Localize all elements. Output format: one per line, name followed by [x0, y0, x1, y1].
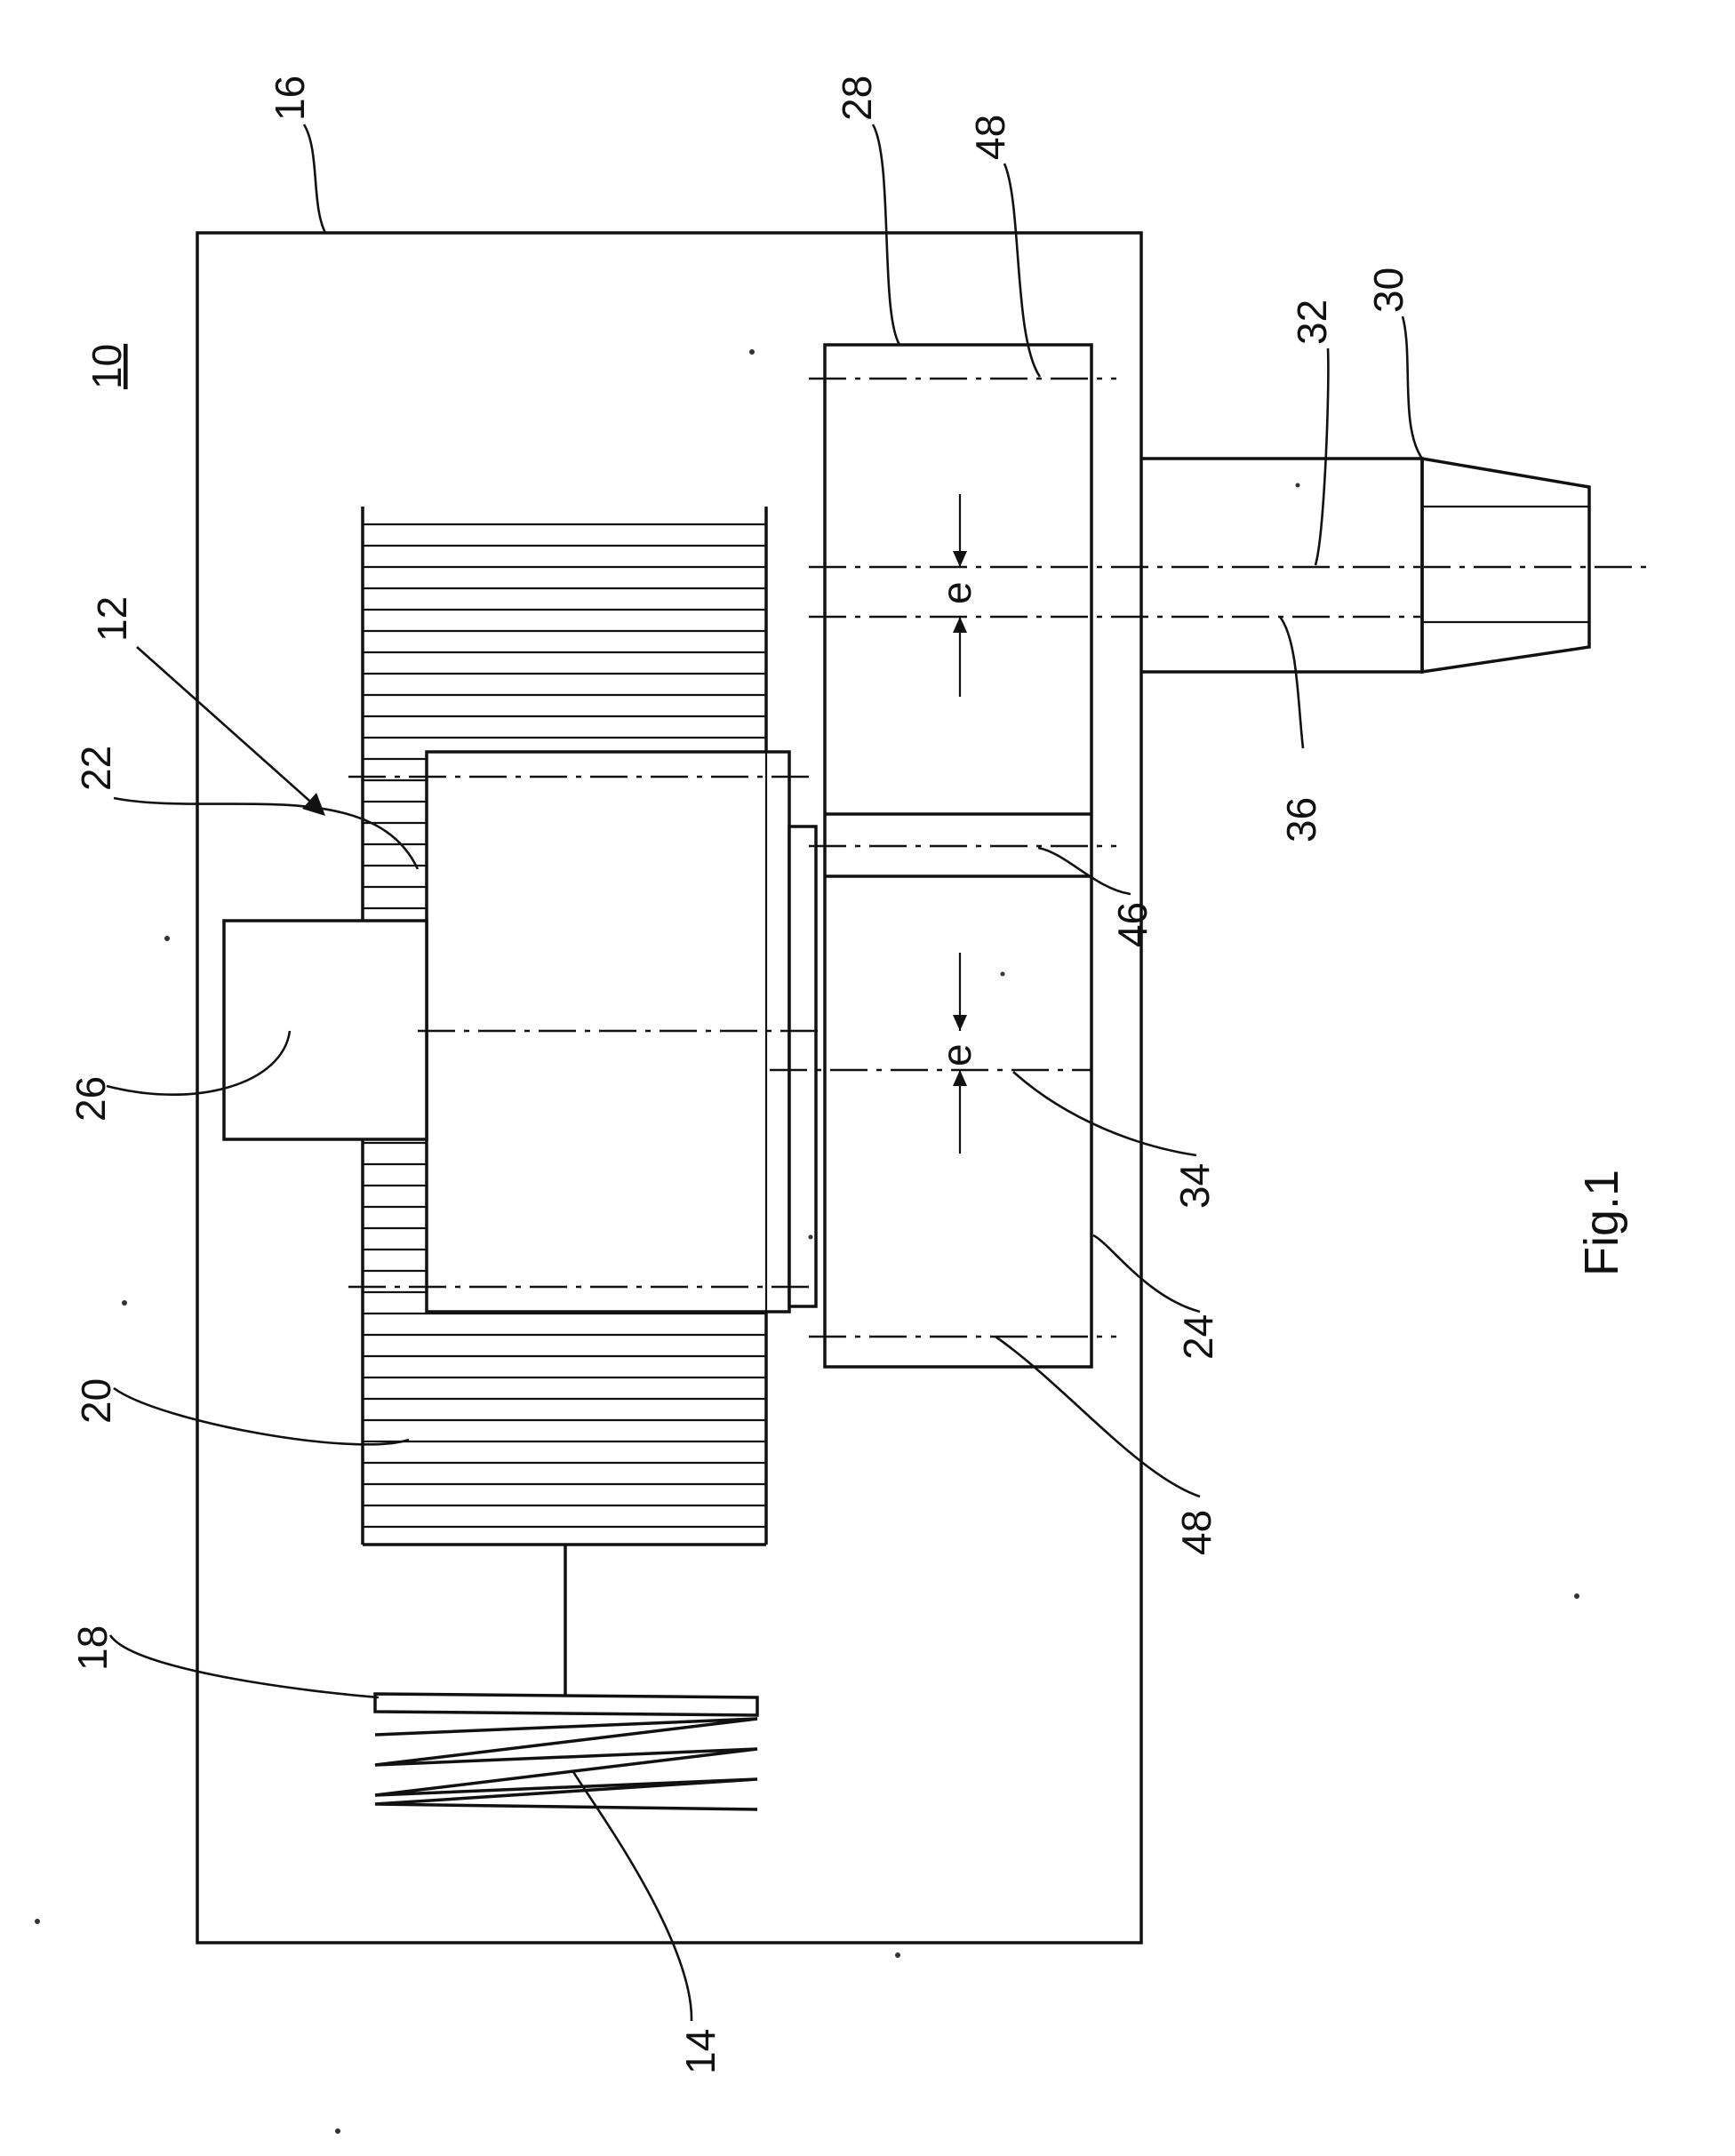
- label-18: 18: [69, 1625, 116, 1671]
- spring-assembly: [375, 1545, 757, 1809]
- label-36: 36: [1278, 797, 1324, 842]
- label-e-bottom: e: [933, 1043, 979, 1066]
- label-10: 10: [84, 344, 130, 389]
- label-26: 26: [68, 1076, 114, 1122]
- label-16: 16: [267, 76, 313, 121]
- label-46: 46: [1109, 902, 1155, 947]
- label-28: 28: [834, 76, 880, 121]
- label-48-top: 48: [967, 115, 1013, 160]
- figure-caption: Fig.1: [1575, 1170, 1628, 1276]
- label-22: 22: [73, 746, 119, 791]
- assembly-arrow: [137, 647, 325, 816]
- output-shaft: [1141, 459, 1589, 672]
- label-34: 34: [1171, 1163, 1218, 1209]
- gear-housing: [825, 345, 1091, 1367]
- label-48-bottom: 48: [1173, 1510, 1219, 1555]
- label-24: 24: [1175, 1314, 1221, 1360]
- label-12: 12: [89, 596, 135, 642]
- label-14: 14: [677, 2029, 724, 2074]
- label-30: 30: [1365, 268, 1411, 313]
- label-32: 32: [1289, 299, 1335, 345]
- drive-box: [224, 921, 427, 1139]
- label-20: 20: [73, 1378, 119, 1424]
- label-e-top: e: [933, 581, 979, 604]
